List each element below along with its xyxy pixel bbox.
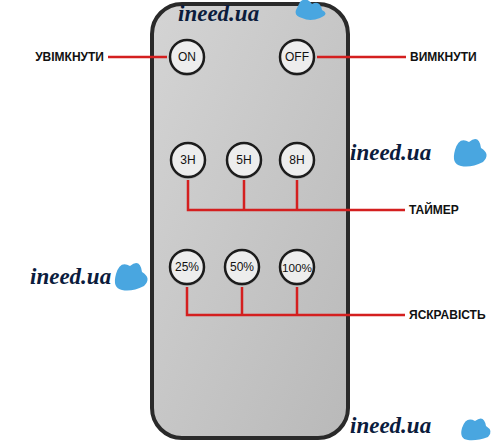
button-label: 5H: [236, 153, 251, 167]
button-shadow: [170, 143, 206, 179]
brightness-bracket: [296, 287, 299, 315]
watermark: ineed.ua: [350, 413, 431, 439]
button-shadow: [224, 250, 260, 286]
leader-lines: [108, 57, 406, 315]
watermark-blob: [115, 263, 148, 290]
button-face: [227, 143, 261, 177]
button-face: [225, 250, 259, 284]
brightness-button: 50%: [222, 247, 262, 287]
button-shadow: [169, 40, 205, 76]
button-label: ON: [178, 50, 196, 64]
button-label: 100%: [282, 261, 312, 274]
callout-label: УВІМКНУТИ: [35, 50, 104, 64]
timer-bracket: [188, 180, 405, 210]
brightness-bracket: [187, 287, 405, 315]
watermark: ineed.ua: [350, 140, 431, 166]
off-leader: [317, 56, 406, 59]
button-shadow: [169, 250, 205, 286]
brightness-button: 25%: [167, 247, 207, 287]
button-face: [170, 40, 204, 74]
off-button: OFF: [277, 37, 317, 77]
button-shadow: [279, 143, 315, 179]
button-face: [170, 250, 204, 284]
button-face: [171, 143, 205, 177]
button-label: 50%: [230, 260, 254, 274]
on-leader: [108, 56, 167, 59]
on-button: ON: [167, 37, 207, 77]
button-face: [280, 40, 314, 74]
watermark-blobs: [115, 0, 491, 440]
brightness-bracket: [241, 287, 244, 315]
button-face: [280, 143, 314, 177]
callout-label: ВИМКНУТИ: [410, 50, 477, 64]
button-label: OFF: [285, 50, 309, 64]
watermark-blob: [461, 418, 490, 440]
watermark-blob: [296, 0, 326, 20]
brightness-button: 100%: [277, 247, 317, 287]
button-face: [280, 250, 314, 284]
button-shadow: [226, 143, 262, 179]
button-shadow: [279, 40, 315, 76]
callout-label: ТАЙМЕР: [409, 203, 459, 217]
timer-button: 8H: [277, 140, 317, 180]
watermark: ineed.ua: [178, 1, 259, 27]
timer-bracket: [243, 180, 246, 210]
button-shadow: [279, 250, 315, 286]
button-label: 25%: [175, 260, 199, 274]
remote-body: [152, 4, 348, 438]
watermark-blob: [454, 139, 487, 166]
callout-label: ЯСКРАВІСТЬ: [409, 308, 486, 322]
timer-bracket: [296, 180, 299, 210]
watermark: ineed.ua: [30, 264, 111, 290]
button-label: 3H: [180, 153, 195, 167]
timer-button: 3H: [168, 140, 208, 180]
button-label: 8H: [289, 153, 304, 167]
timer-button: 5H: [224, 140, 264, 180]
